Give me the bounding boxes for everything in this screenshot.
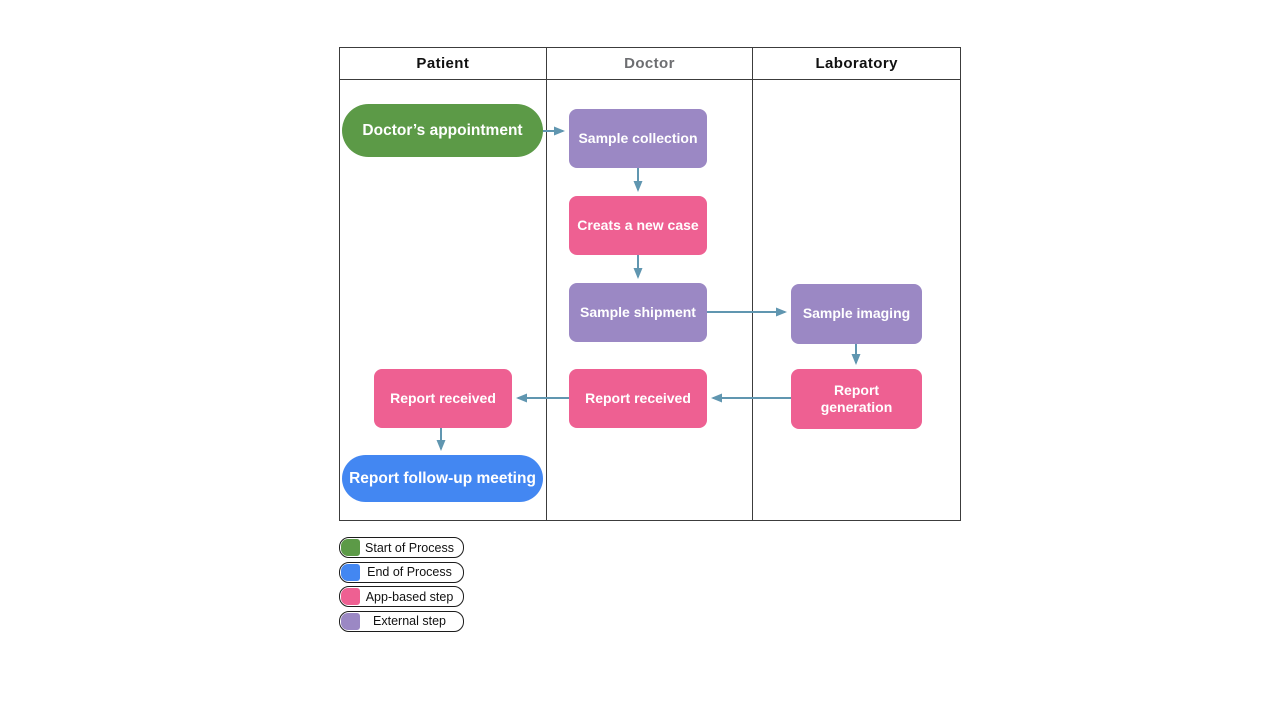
legend-swatch-end <box>341 563 360 581</box>
node-doctors-appointment: Doctor’s appointment <box>342 104 543 157</box>
legend-swatch-external <box>341 612 360 630</box>
legend-item-external-step: External step <box>339 610 464 632</box>
lane-body-patient <box>340 80 547 520</box>
node-sample-imaging: Sample imaging <box>791 284 922 344</box>
lane-header-doctor: Doctor <box>546 48 754 80</box>
legend-item-start-of-process: Start of Process <box>339 537 464 558</box>
legend-swatch-app <box>341 588 360 605</box>
node-report-received-patient: Report received <box>374 369 512 428</box>
legend-label-external: External step <box>373 614 446 628</box>
lane-header-patient: Patient <box>340 48 547 80</box>
legend-swatch-start <box>341 539 360 556</box>
lane-body-doctor <box>547 80 754 520</box>
node-creats-a-new-case: Creats a new case <box>569 196 707 255</box>
legend-item-end-of-process: End of Process <box>339 561 464 583</box>
legend-item-app-based-step: App-based step <box>339 586 464 607</box>
lane-header-laboratory: Laboratory <box>753 48 960 80</box>
node-report-received-doctor: Report received <box>569 369 707 428</box>
legend-label-start: Start of Process <box>365 540 454 555</box>
node-sample-collection: Sample collection <box>569 109 707 168</box>
legend: Start of Process End of Process App-base… <box>339 537 464 632</box>
node-sample-shipment: Sample shipment <box>569 283 707 342</box>
legend-label-end: End of Process <box>367 565 452 579</box>
node-report-follow-up-meeting: Report follow-up meeting <box>342 455 543 502</box>
node-report-generation: Report generation <box>791 369 922 429</box>
legend-label-app: App-based step <box>365 589 454 604</box>
